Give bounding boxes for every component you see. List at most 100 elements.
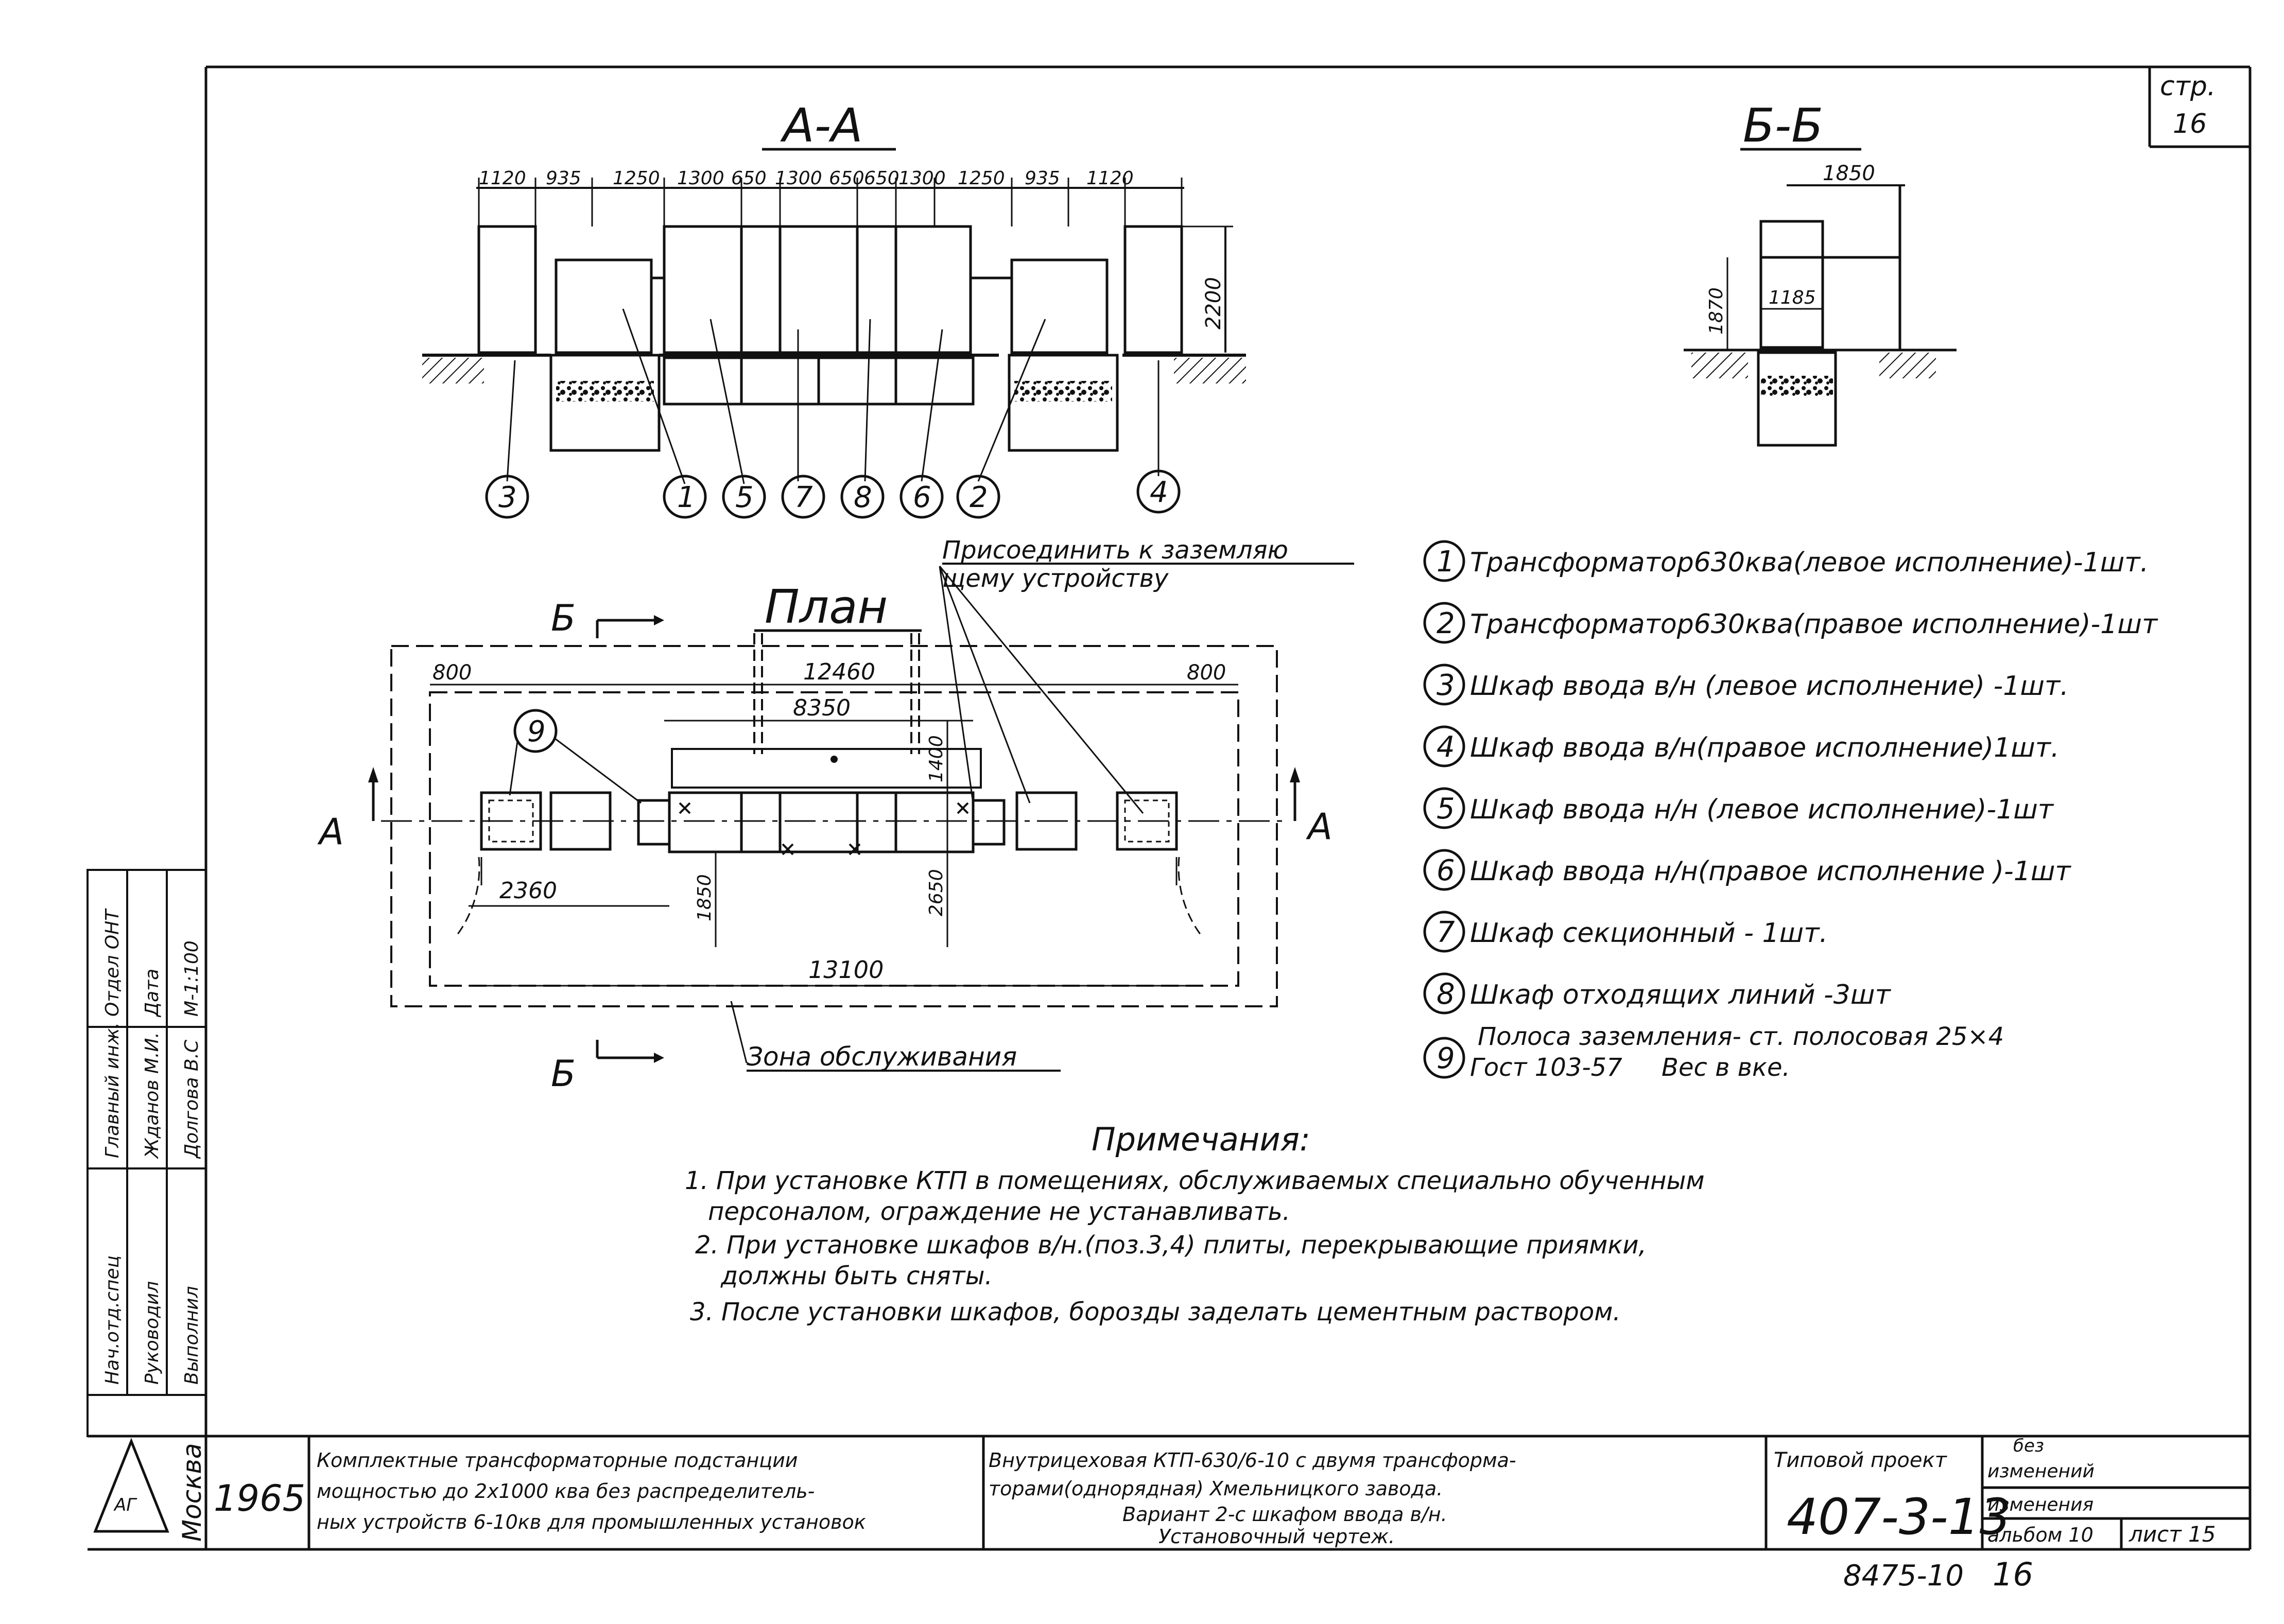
legend-item: 8 Шкаф отходящих линий -3шт — [1423, 972, 1891, 1015]
project-label: Типовой проект — [1774, 1448, 1948, 1472]
page-label: стр. — [2160, 71, 2216, 102]
year: 1965 — [214, 1477, 305, 1520]
plan-dim-row2: 2650 — [926, 869, 947, 916]
stamp-cell: Выполнил — [181, 1286, 202, 1385]
notes-title: Примечания: — [1092, 1121, 1310, 1158]
section-aa-title: А-А — [780, 99, 863, 153]
desc-line: мощностью до 2х1000 ква без распределите… — [317, 1480, 815, 1503]
plan-dim-right: 800 — [1187, 661, 1226, 685]
aa-dim-4: 1300 — [677, 168, 724, 189]
aa-dim-12: 1120 — [1086, 168, 1134, 189]
plan-callout-9: 9 — [527, 715, 546, 748]
legend-text: Полоса заземления- ст. полосовая 25×4 — [1478, 1022, 2004, 1051]
drawing-line: торами(однорядная) Хмельницкого завода. — [989, 1477, 1443, 1500]
cut-a-right: А — [1306, 806, 1333, 848]
aa-dim-7: 650 — [829, 168, 864, 189]
legend-num: 6 — [1437, 854, 1455, 887]
stamp-cell: Главный инж. — [102, 1022, 123, 1158]
aa-callout-7: 7 — [794, 481, 813, 514]
plan-dim-left: 800 — [432, 661, 472, 685]
desc-line: ных устройств 6-10кв для промышленных ус… — [317, 1511, 866, 1533]
legend-text: Шкаф ввода в/н (левое исполнение) -1шт. — [1470, 671, 2069, 702]
sheet-number: лист 15 — [2129, 1522, 2216, 1547]
plan-view: Присоединить к заземляю щему устройству … — [317, 536, 1354, 1095]
aa-callout-8: 8 — [854, 481, 872, 514]
plan-dim-row1: 1850 — [694, 874, 715, 921]
drawing-line: Установочный чертеж. — [1158, 1525, 1395, 1548]
legend: 1 Трансформатор630ква(левое исполнение)-… — [1423, 540, 2158, 1082]
stamp-cell: Отдел ОНТ — [102, 908, 123, 1017]
bb-dim-inner: 1185 — [1769, 287, 1816, 308]
stamp-cell: Долгова В.С — [181, 1039, 202, 1159]
legend-item: 9 Полоса заземления- ст. полосовая 25×4 … — [1423, 1022, 2004, 1082]
stamp-cell: Жданов М.И. — [142, 1032, 163, 1159]
legend-num: 4 — [1437, 730, 1455, 764]
stamp-cell: Руководил — [142, 1281, 163, 1385]
legend-num: 9 — [1437, 1042, 1455, 1075]
section-bb: Б-Б 1850 1870 1185 — [1684, 99, 1957, 447]
stamp-cell: Дата — [142, 969, 163, 1018]
legend-item: 7 Шкаф секционный - 1шт. — [1423, 911, 1828, 953]
legend-num: 7 — [1437, 916, 1455, 949]
cut-a-left: А — [317, 811, 344, 853]
svg-text:АГ: АГ — [113, 1495, 137, 1515]
cut-b-top: Б — [551, 597, 576, 639]
legend-item: 3 Шкаф ввода в/н (левое исполнение) -1шт… — [1423, 663, 2069, 706]
aa-callout-6: 6 — [913, 481, 931, 514]
aa-dim-10: 1250 — [958, 168, 1005, 189]
page-number: 16 — [2173, 109, 2207, 139]
status-3: изменения — [1987, 1494, 2093, 1515]
legend-num: 5 — [1437, 792, 1455, 826]
legend-item: 5 Шкаф ввода н/н (левое исполнение)-1шт — [1423, 787, 2054, 829]
note-line: 3. После установки шкафов, борозды задел… — [690, 1298, 1621, 1326]
aa-dim-2: 935 — [546, 168, 581, 189]
plan-ground-note-1: Присоединить к заземляю — [942, 536, 1288, 565]
side-stamp: Нач.отд.спец Главный инж. Отдел ОНТ Руко… — [86, 869, 207, 1437]
section-aa: А-А 1120 935 1250 1300 650 1300 650 650 … — [422, 99, 1246, 519]
aa-dim-11: 935 — [1025, 168, 1060, 189]
stamp-cell: М-1:100 — [181, 940, 202, 1017]
title-block: АГ Москва 1965 Комплектные трансформатор… — [93, 1436, 2250, 1593]
legend-text: Шкаф ввода н/н(правое исполнение )-1шт — [1470, 856, 2071, 887]
aa-dim-3: 1250 — [613, 168, 660, 189]
desc-line: Комплектные трансформаторные подстанции — [317, 1449, 798, 1472]
plan-dim-depth: 1400 — [926, 735, 947, 782]
legend-text: Шкаф секционный - 1шт. — [1470, 918, 1828, 949]
status-1: без — [2013, 1436, 2044, 1456]
status-2: изменений — [1987, 1461, 2095, 1482]
legend-num: 2 — [1437, 607, 1455, 640]
bb-dim-width: 1850 — [1823, 162, 1875, 185]
plan-title: План — [765, 580, 888, 634]
section-bb-title: Б-Б — [1743, 99, 1823, 153]
legend-num: 8 — [1437, 977, 1455, 1011]
stamp-cell: Нач.отд.спец — [102, 1255, 123, 1385]
legend-item: 4 Шкаф ввода в/н(правое исполнение)1шт. — [1423, 725, 2060, 767]
note-line: 1. При установке КТП в помещениях, обслу… — [685, 1166, 1705, 1195]
note-line: должны быть сняты. — [720, 1262, 993, 1290]
legend-text: Шкаф отходящих линий -3шт — [1470, 980, 1891, 1010]
drawing-line: Вариант 2-с шкафом ввода в/н. — [1122, 1503, 1447, 1526]
org-name: Москва — [177, 1443, 207, 1542]
aa-dim-8: 650 — [864, 168, 899, 189]
archive-sheet: 16 — [1993, 1556, 2033, 1593]
legend-text: Трансформатор630ква(левое исполнение)-1ш… — [1470, 547, 2149, 578]
aa-callout-5: 5 — [735, 481, 754, 514]
notes: Примечания: 1. При установке КТП в помещ… — [685, 1121, 1705, 1326]
note-line: персоналом, ограждение не устанавливать. — [708, 1197, 1290, 1226]
legend-text-2: Гост 103-57 Вес в вке. — [1470, 1053, 1790, 1082]
aa-callout-2: 2 — [970, 481, 988, 514]
drawing-line: Внутрицеховая КТП-630/6-10 с двумя транс… — [989, 1449, 1516, 1472]
plan-dim-left-offset: 2360 — [499, 878, 557, 904]
aa-dim-6: 1300 — [775, 168, 822, 189]
project-number: 407-3-13 — [1787, 1488, 2011, 1546]
aa-callouts: 3 1 5 7 8 6 2 4 — [485, 469, 1181, 519]
legend-num: 3 — [1437, 669, 1455, 702]
album: альбом 10 — [1987, 1524, 2093, 1546]
cut-b-bottom: Б — [551, 1053, 576, 1095]
legend-text: Трансформатор630ква(правое исполнение)-1… — [1470, 609, 2158, 640]
note-line: 2. При установке шкафов в/н.(поз.3,4) пл… — [695, 1231, 1647, 1260]
aa-height-dim: 2200 — [1202, 277, 1225, 329]
aa-callout-3: 3 — [498, 481, 517, 514]
aa-callout-1: 1 — [677, 481, 696, 514]
